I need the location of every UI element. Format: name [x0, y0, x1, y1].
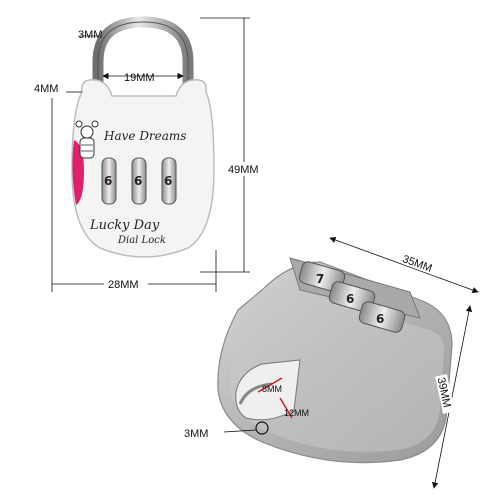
back-dimensions	[223, 236, 479, 489]
back-padlock: 7 6 6 8MM 12MM	[217, 257, 453, 464]
front-shackle	[92, 16, 194, 106]
label-shackle-inner-width: 19MM	[124, 72, 155, 84]
label-inner-small-a: 8MM	[262, 384, 282, 394]
front-text-sub: Dial Lock	[117, 235, 166, 246]
label-top-width-back: 35MM	[401, 253, 434, 275]
label-body-width-front: 28MM	[108, 279, 139, 291]
front-dial-digit: 6	[134, 174, 142, 188]
front-dials: 6 6 6	[101, 157, 177, 205]
label-shackle-thickness-back: 3MM	[184, 428, 208, 440]
label-inner-small-b: 12MM	[284, 408, 309, 418]
label-shackle-thickness: 3MM	[78, 29, 102, 41]
label-total-height-front: 49MM	[228, 164, 259, 176]
front-text-top: Have Dreams	[103, 129, 186, 143]
back-dial-digit: 6	[346, 292, 354, 306]
back-shackle	[238, 382, 273, 405]
front-dimensions	[51, 17, 250, 292]
front-padlock: Have Dreams 6 6 6 Lucky Day Dial Lock	[71, 16, 215, 258]
front-text-brand: Lucky Day	[89, 218, 160, 233]
bear-icon	[75, 120, 99, 159]
back-dial-digit: 7	[316, 272, 324, 286]
label-shackle-gap: 4MM	[34, 83, 58, 95]
back-dial-digit: 6	[376, 312, 384, 326]
front-dial-digit: 6	[104, 174, 112, 188]
front-dial-digit: 6	[164, 174, 172, 188]
